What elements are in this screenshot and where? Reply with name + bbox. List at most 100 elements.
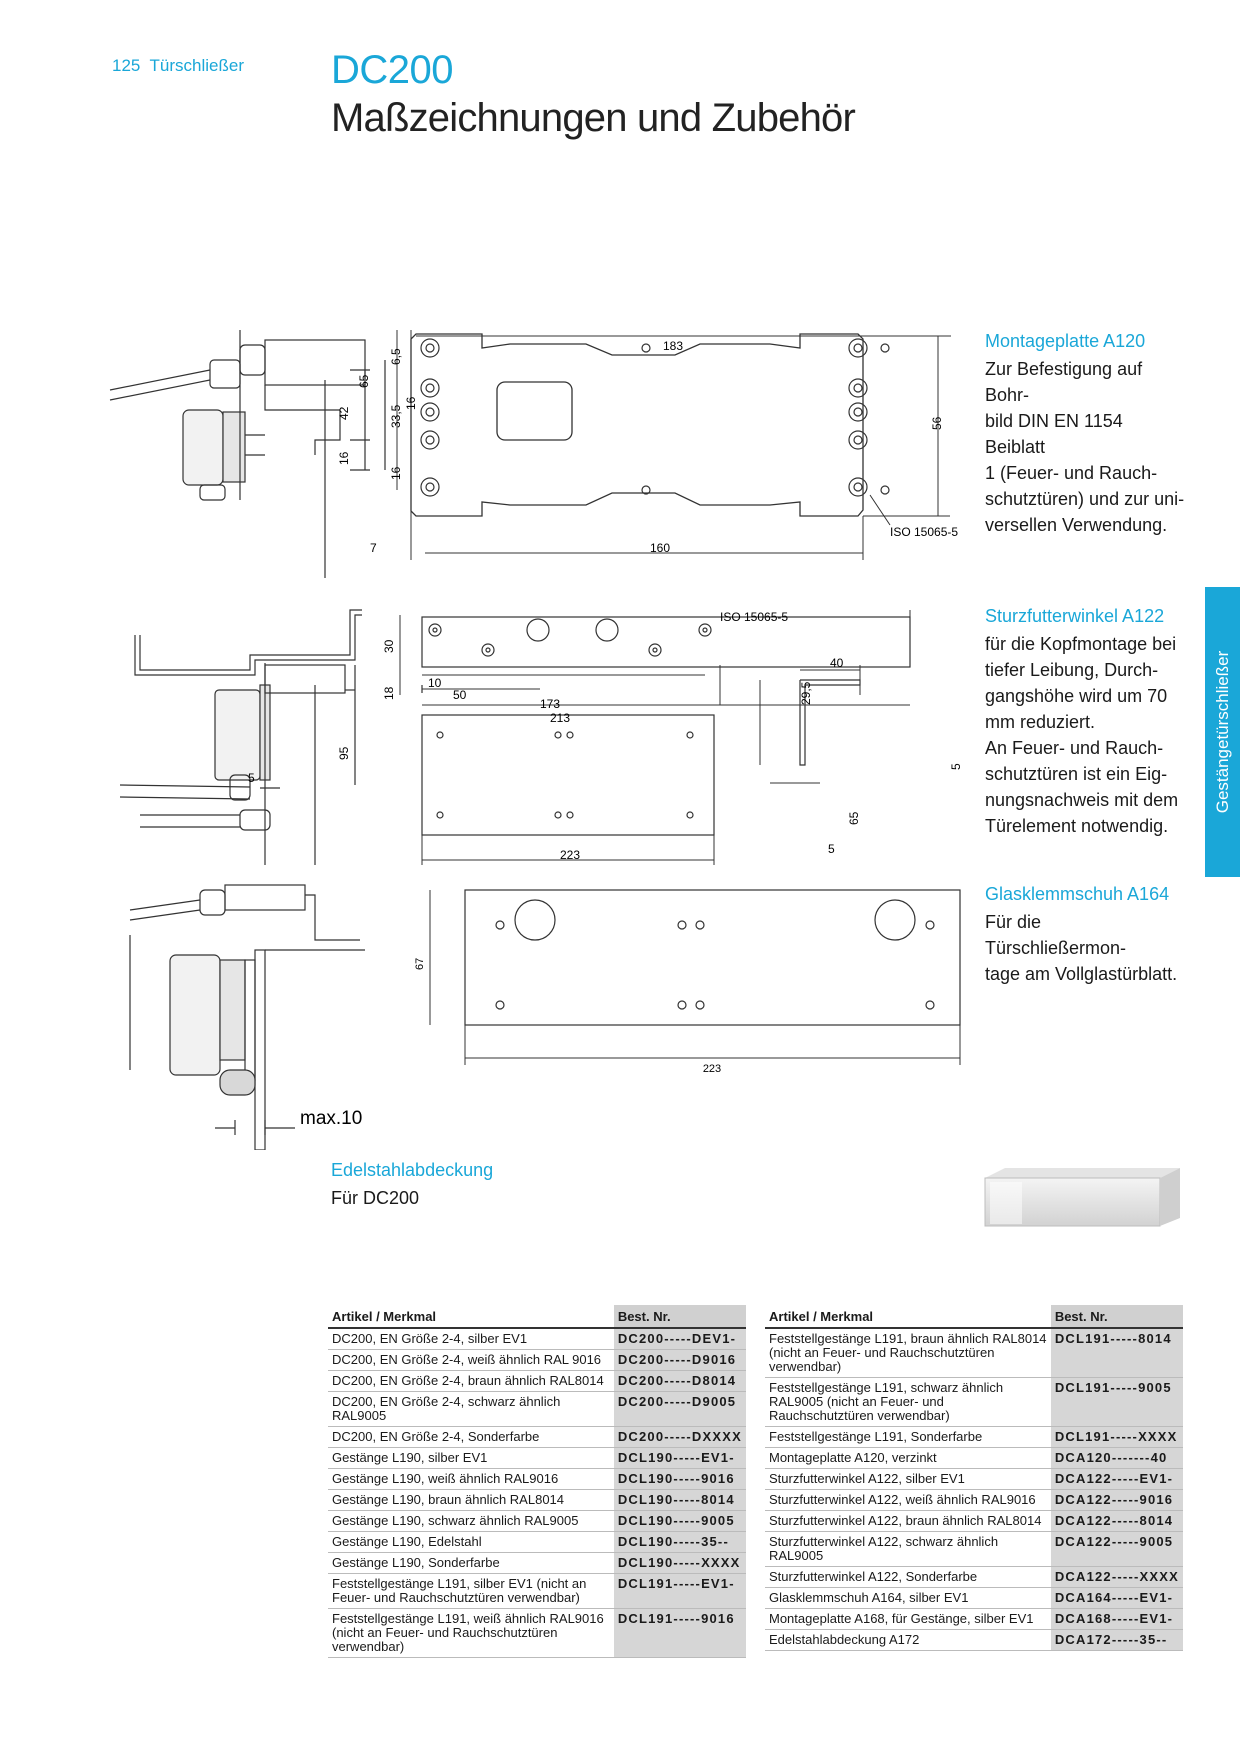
dim-223: 223: [560, 848, 580, 862]
order-number-cell: DCL191-----8014: [1050, 1328, 1183, 1378]
dim-42: 42: [337, 406, 351, 420]
dim-65: 65: [357, 374, 371, 388]
col-header-article: Artikel / Merkmal: [765, 1305, 1051, 1329]
dim-223-b: 223: [703, 1063, 721, 1075]
cover-image: [984, 1168, 1180, 1227]
dim-173: 173: [540, 697, 560, 711]
dim-160: 160: [650, 541, 670, 555]
article-cell: Gestänge L190, Sonderfarbe: [328, 1552, 614, 1574]
order-number-cell: DC200-----D9016: [613, 1349, 746, 1371]
order-number-cell: DCL191-----9005: [1050, 1377, 1183, 1427]
dim-16-b: 16: [389, 466, 403, 480]
dim-5-a: 5: [949, 763, 963, 770]
order-number-cell: DCA120-------40: [1050, 1447, 1183, 1469]
product-text-line: 1 (Feuer- und Rauch-: [985, 463, 1158, 483]
article-cell: Gestänge L190, silber EV1: [328, 1447, 614, 1469]
product-text-line: gangshöhe wird um 70: [985, 686, 1168, 706]
dim-18: 18: [382, 686, 396, 700]
article-cell: DC200, EN Größe 2-4, schwarz ähnlich RAL…: [328, 1391, 614, 1427]
table-row: Sturzfutterwinkel A122, weiß ähnlich RAL…: [765, 1489, 1183, 1511]
plate-holes: [420, 338, 890, 497]
product-text-line: Für DC200: [331, 1188, 420, 1208]
product-text-line: mm reduziert.: [985, 712, 1096, 732]
product-text-line: Zur Befestigung auf Bohr-: [985, 359, 1143, 405]
table-row: Feststellgestänge L191, weiß ähnlich RAL…: [328, 1608, 746, 1658]
order-number-cell: DCA164-----EV1-: [1050, 1587, 1183, 1609]
article-cell: DC200, EN Größe 2-4, weiß ähnlich RAL 90…: [328, 1349, 614, 1371]
article-cell: Feststellgestänge L191, weiß ähnlich RAL…: [328, 1608, 614, 1658]
product-text-line: tiefer Leibung, Durch-: [985, 660, 1159, 680]
product-text-line: An Feuer- und Rauch-: [985, 738, 1164, 758]
article-cell: Montageplatte A168, für Gestänge, silber…: [765, 1608, 1051, 1630]
order-number-cell: DCA122-----8014: [1050, 1510, 1183, 1532]
product-title: Sturzfutterwinkel A122: [985, 606, 1165, 626]
table-row: Feststellgestänge L191, silber EV1 (nich…: [328, 1573, 746, 1609]
product-edelstahlabdeckung: Edelstahlabdeckung Für DC200: [331, 1160, 631, 1211]
product-text-line: schutztüren ist ein Eig-: [985, 764, 1168, 784]
article-cell: Feststellgestänge L191, Sonderfarbe: [765, 1426, 1051, 1448]
order-number-cell: DCA122-----XXXX: [1050, 1566, 1183, 1588]
order-number-cell: DCL190-----EV1-: [613, 1447, 746, 1469]
section-name: Türschließer: [149, 56, 244, 75]
table-row: Sturzfutterwinkel A122, schwarz ähnlich …: [765, 1531, 1183, 1567]
table-row: Sturzfutterwinkel A122, braun ähnlich RA…: [765, 1510, 1183, 1532]
iso-label: ISO 15065-5: [890, 525, 958, 539]
article-cell: Sturzfutterwinkel A122, weiß ähnlich RAL…: [765, 1489, 1051, 1511]
table-row: DC200, EN Größe 2-4, weiß ähnlich RAL 90…: [328, 1349, 746, 1371]
article-cell: Sturzfutterwinkel A122, schwarz ähnlich …: [765, 1531, 1051, 1567]
table-row: Montageplatte A168, für Gestänge, silber…: [765, 1608, 1183, 1630]
dim-5-b: 5: [828, 842, 835, 856]
order-number-cell: DC200-----D8014: [613, 1370, 746, 1392]
order-number-cell: DCL191-----XXXX: [1050, 1426, 1183, 1448]
col-header-article: Artikel / Merkmal: [328, 1305, 614, 1329]
order-number-cell: DCA168-----EV1-: [1050, 1608, 1183, 1630]
article-cell: Gestänge L190, schwarz ähnlich RAL9005: [328, 1510, 614, 1532]
product-text-line: Für die Türschließermon-: [985, 912, 1127, 958]
order-number-cell: DC200-----DEV1-: [613, 1328, 746, 1350]
article-cell: Gestänge L190, braun ähnlich RAL8014: [328, 1489, 614, 1511]
order-table-left: Artikel / Merkmal Best. Nr. DC200, EN Gr…: [328, 1305, 746, 1658]
order-number-cell: DCA122-----9016: [1050, 1489, 1183, 1511]
product-glasklemmschuh: Glasklemmschuh A164 Für die Türschließer…: [985, 884, 1185, 987]
dim-7: 7: [370, 541, 377, 555]
dim-95: 95: [337, 746, 351, 760]
article-cell: Feststellgestänge L191, silber EV1 (nich…: [328, 1573, 614, 1609]
product-text-line: bild DIN EN 1154 Beiblatt: [985, 411, 1123, 457]
order-number-cell: DCL191-----9016: [613, 1608, 746, 1658]
article-cell: Glasklemmschuh A164, silber EV1: [765, 1587, 1051, 1609]
dim-16-a: 16: [404, 396, 418, 410]
table-row: DC200, EN Größe 2-4, schwarz ähnlich RAL…: [328, 1391, 746, 1427]
article-cell: Sturzfutterwinkel A122, Sonderfarbe: [765, 1566, 1051, 1588]
page-number: 125: [112, 56, 141, 75]
page-title: Maßzeichnungen und Zubehör: [331, 96, 856, 140]
dim-40: 40: [830, 656, 844, 670]
article-cell: DC200, EN Größe 2-4, silber EV1: [328, 1328, 614, 1350]
dim-56: 56: [930, 416, 944, 430]
product-text-line: schutztüren) und zur uni-: [985, 489, 1185, 509]
article-cell: DC200, EN Größe 2-4, Sonderfarbe: [328, 1426, 614, 1448]
dim-213: 213: [550, 711, 570, 725]
article-cell: Gestänge L190, weiß ähnlich RAL9016: [328, 1468, 614, 1490]
side-tab-label: Gestängetürschließer: [1212, 650, 1232, 814]
col-header-order-no: Best. Nr.: [1050, 1305, 1183, 1329]
dim-30: 30: [382, 639, 396, 653]
order-number-cell: DCL190-----XXXX: [613, 1552, 746, 1574]
product-text-line: versellen Verwendung.: [985, 515, 1168, 535]
dim-65-b: 65: [847, 811, 861, 825]
table-row: DC200, EN Größe 2-4, braun ähnlich RAL80…: [328, 1370, 746, 1392]
dim-67: 67: [414, 958, 426, 970]
side-tab: Gestängetürschließer: [1205, 587, 1240, 877]
dim-50: 50: [453, 688, 467, 702]
article-cell: Feststellgestänge L191, braun ähnlich RA…: [765, 1328, 1051, 1378]
product-title: Edelstahlabdeckung: [331, 1160, 494, 1180]
dim-10: 10: [428, 676, 442, 690]
